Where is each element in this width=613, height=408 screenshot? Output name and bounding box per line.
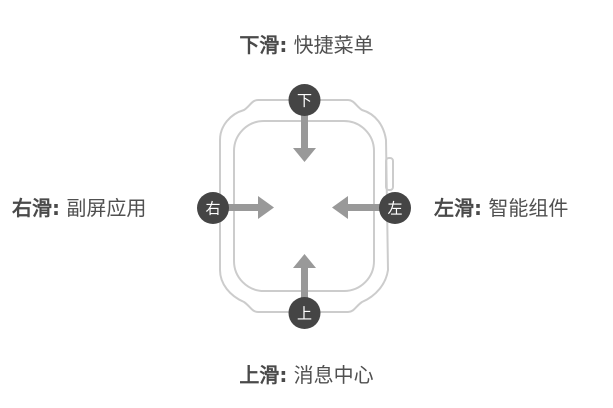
caption-swipe-left-direction: 左滑 (434, 196, 474, 220)
badge-top: 下 (288, 84, 321, 116)
caption-swipe-down: 下滑: 快捷菜单 (0, 33, 613, 57)
arrow-down-icon (293, 114, 316, 162)
caption-swipe-down-separator: : (279, 33, 288, 57)
caption-swipe-up-target: 消息中心 (293, 363, 374, 387)
caption-swipe-right: 右滑: 副屏应用 (12, 196, 146, 220)
watch-outer-case (219, 99, 390, 313)
caption-swipe-right-direction: 右滑 (12, 196, 52, 220)
badge-left-label: 右 (205, 200, 220, 218)
badge-right: 左 (379, 192, 411, 224)
caption-swipe-up-direction: 上滑 (239, 363, 280, 387)
arrow-left-icon (332, 196, 382, 219)
caption-swipe-left: 左滑: 智能组件 (434, 196, 568, 220)
watch-crown (385, 157, 394, 191)
caption-swipe-left-separator: : (474, 196, 482, 220)
arrow-up-icon (293, 254, 316, 302)
badge-top-label: 下 (297, 92, 312, 110)
caption-swipe-right-separator: : (52, 196, 60, 220)
arrow-right-icon (226, 196, 274, 219)
badge-bottom-label: 上 (297, 305, 312, 323)
badge-bottom: 上 (288, 297, 321, 329)
caption-swipe-up-separator: : (279, 363, 288, 387)
caption-swipe-left-target: 智能组件 (488, 196, 569, 220)
caption-swipe-right-target: 副屏应用 (66, 196, 147, 220)
caption-swipe-up: 上滑: 消息中心 (0, 363, 613, 387)
badge-left: 右 (197, 192, 229, 224)
caption-swipe-down-direction: 下滑 (239, 33, 280, 57)
badge-right-label: 左 (387, 200, 402, 218)
caption-swipe-down-target: 快捷菜单 (293, 33, 374, 57)
